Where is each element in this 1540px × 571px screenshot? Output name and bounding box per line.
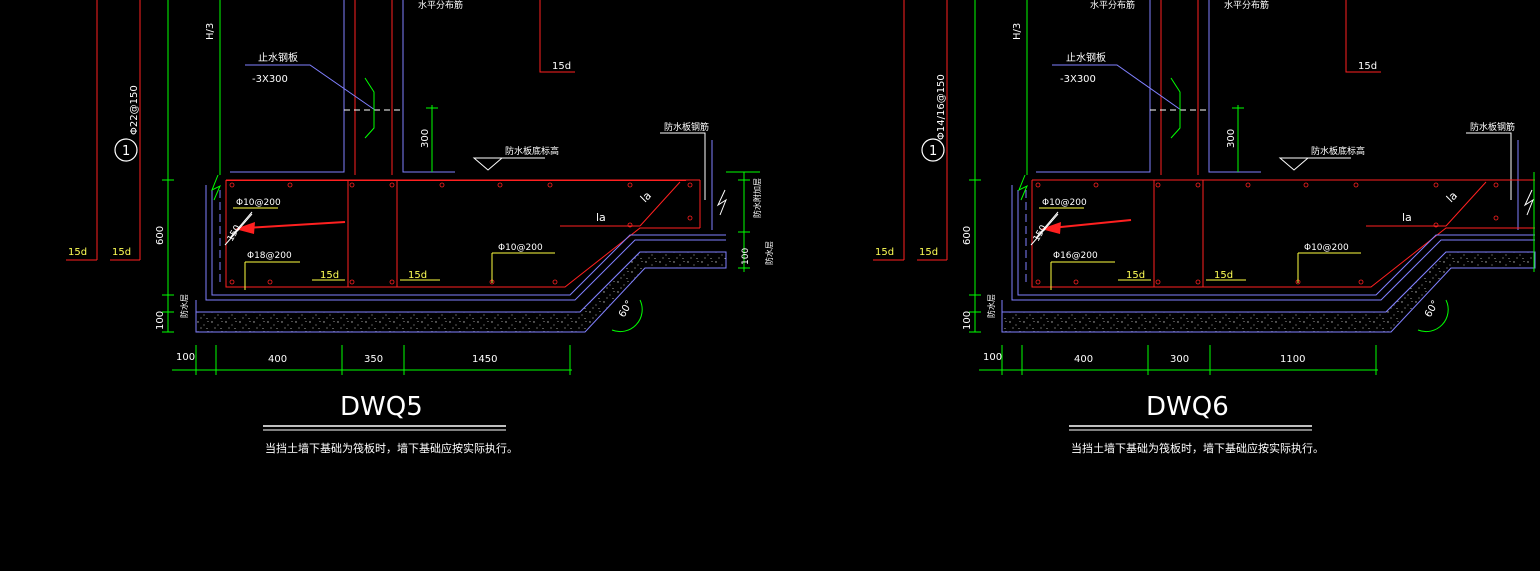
right-side-a: 防水附加层 — [752, 178, 762, 218]
dim-15d-a: 15d — [68, 247, 87, 258]
angle-label: 60° — [617, 299, 635, 320]
dim-600: 600 — [155, 226, 166, 245]
section-mark: 1 — [929, 144, 937, 159]
la-2: la — [638, 189, 654, 205]
dim-15d-d: 15d — [1214, 270, 1233, 281]
dim-bottom-2: 400 — [268, 354, 287, 365]
rebar-top-callout: Φ10@200 — [1042, 198, 1087, 208]
plate-size: -3X300 — [1060, 74, 1096, 85]
section-marker-icon — [921, 138, 945, 162]
dim-bottom-4: 1100 — [1280, 354, 1305, 365]
red-arrow-icon — [235, 222, 255, 234]
dim-15d-c: 15d — [320, 270, 339, 281]
right-side-dim: 100 — [741, 248, 751, 265]
dim-300: 300 — [1226, 129, 1237, 148]
dim-100-left: 100 — [962, 311, 973, 330]
vertical-rebar: Φ14/16@150 — [936, 74, 947, 140]
dim-600: 600 — [962, 226, 973, 245]
detail-dwq5: 15d 15d H/3 1 Φ22@150 水平分布筋 15d 止水钢板 -3X… — [66, 0, 774, 455]
waterproof-elev: 防水板底标高 — [1311, 145, 1365, 157]
dim-100-left: 100 — [155, 311, 166, 330]
label-h3: H/3 — [205, 23, 216, 40]
rebar-right-callout: Φ10@200 — [1304, 243, 1349, 253]
dim-bottom-3: 350 — [364, 354, 383, 365]
section-marker-icon — [114, 138, 138, 162]
angle-label: 60° — [1423, 299, 1441, 320]
right-side-b: 防水层 — [764, 241, 774, 265]
left-side-waterproof: 防水层 — [986, 294, 996, 318]
waterproof-bar: 防水板钢筋 — [664, 121, 709, 133]
dim-15d-a: 15d — [875, 247, 894, 258]
dim-300: 300 — [420, 129, 431, 148]
section-mark: 1 — [122, 144, 130, 159]
plate-size: -3X300 — [252, 74, 288, 85]
detail-note: 当挡土墙下基础为筏板时，墙下基础应按实际执行。 — [1071, 441, 1324, 455]
dim-bottom-4: 1450 — [472, 354, 497, 365]
dim-15d-d: 15d — [408, 270, 427, 281]
top-label-a: 水平分布筋 — [1090, 0, 1135, 11]
la-1: la — [596, 211, 606, 224]
red-arrow-icon — [1041, 222, 1061, 234]
rebar-top-callout: Φ10@200 — [236, 198, 281, 208]
waterproof-bar: 防水板钢筋 — [1470, 121, 1515, 133]
waterproof-elev: 防水板底标高 — [505, 145, 559, 157]
dim-bottom-2: 400 — [1074, 354, 1093, 365]
top-label: 水平分布筋 — [418, 0, 463, 11]
detail-title: DWQ6 — [1146, 392, 1229, 422]
plate-label: 止水钢板 — [1066, 51, 1106, 64]
dim-bottom-3: 300 — [1170, 354, 1189, 365]
top-label-b: 水平分布筋 — [1224, 0, 1269, 11]
dim-15d-b: 15d — [112, 247, 131, 258]
dim-bottom-1: 100 — [176, 352, 195, 363]
rebar-right-callout: Φ10@200 — [498, 243, 543, 253]
dim-15d-c: 15d — [1126, 270, 1145, 281]
label-h3: H/3 — [1012, 23, 1023, 40]
detail-dwq6: 15d 15d H/3 1 Φ14/16@150 水平分布筋 水平分布筋 15d… — [873, 0, 1536, 455]
la-1: la — [1402, 211, 1412, 224]
detail-note: 当挡土墙下基础为筏板时，墙下基础应按实际执行。 — [265, 441, 518, 455]
rebar-bottom-callout: Φ18@200 — [247, 251, 292, 261]
left-side-waterproof: 防水层 — [179, 294, 189, 318]
vertical-rebar: Φ22@150 — [129, 85, 140, 135]
dim-15d-b: 15d — [919, 247, 938, 258]
dim-15d-top: 15d — [552, 61, 571, 72]
plate-label: 止水钢板 — [258, 51, 298, 64]
la-2: la — [1444, 189, 1460, 205]
detail-title: DWQ5 — [340, 392, 423, 422]
rebar-bottom-callout: Φ16@200 — [1053, 251, 1098, 261]
dim-bottom-1: 100 — [983, 352, 1002, 363]
dim-15d-top: 15d — [1358, 61, 1377, 72]
